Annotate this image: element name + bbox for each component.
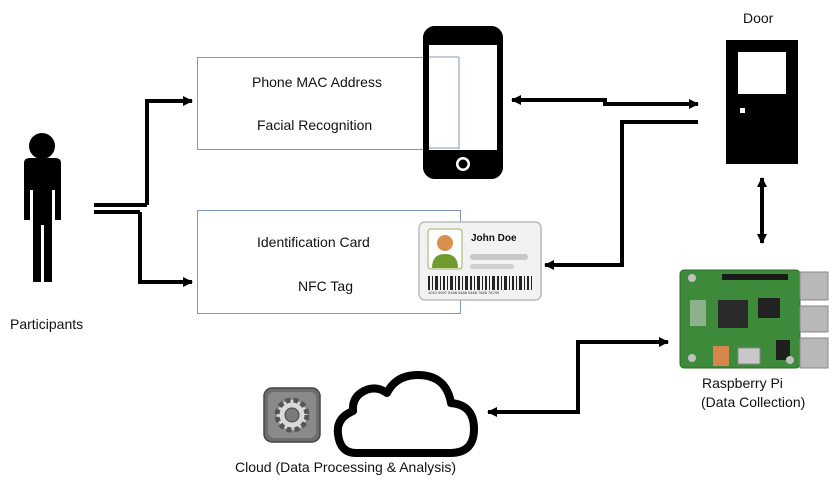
phone-mac-address-label: Phone MAC Address: [252, 74, 382, 90]
card-door-arrow: [544, 120, 698, 270]
identification-card-label: Identification Card: [257, 234, 370, 250]
facial-recognition-label: Facial Recognition: [257, 117, 373, 133]
raspberry-pi-label: Raspberry Pi: [702, 375, 783, 391]
data-collection-label: (Data Collection): [701, 394, 806, 410]
door-icon: [726, 40, 798, 164]
card-identification-box: [197, 210, 461, 314]
phone-identification-box: [197, 57, 461, 150]
id-card-barcode-number: 1010 0007 5188 5488 5486 7685 78790: [428, 290, 500, 295]
cloud-label: Cloud (Data Processing & Analysis): [235, 459, 456, 475]
nfc-tag-label: NFC Tag: [298, 278, 353, 294]
phone-door-arrow: [511, 95, 699, 109]
gear-icon: [263, 387, 321, 443]
participant-to-boxes-arrows: [94, 96, 193, 287]
cloud-icon: [333, 371, 478, 457]
id-card-name: John Doe: [471, 233, 517, 244]
raspberry-pi-board-icon: [679, 269, 829, 369]
door-label: Door: [743, 10, 774, 26]
participant-person-icon: [24, 133, 61, 282]
pi-cloud-arrow: [487, 337, 669, 417]
participants-label: Participants: [10, 316, 84, 332]
